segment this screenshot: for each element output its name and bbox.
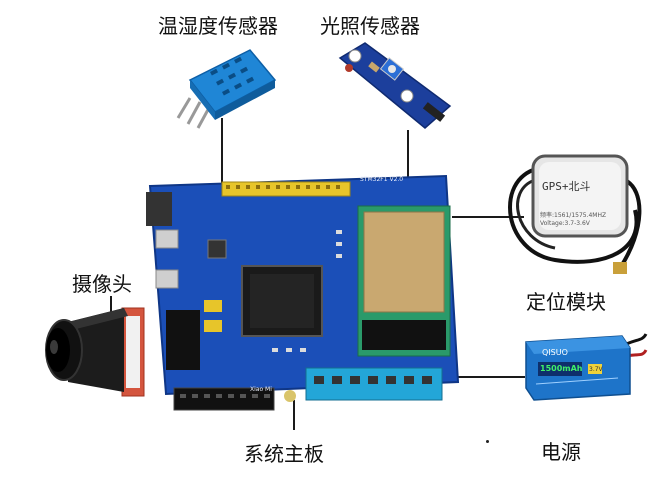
battery-capacity: 1500mAh xyxy=(540,364,583,373)
light-sensor-image xyxy=(338,42,452,129)
connector-power xyxy=(455,376,525,378)
board-module-label: STM32F1 V2.0 xyxy=(360,176,404,183)
label-light-sensor: 光照传感器 xyxy=(320,14,420,38)
connector-temp-sensor xyxy=(221,118,223,188)
gps-antenna-image xyxy=(508,154,642,274)
label-system-board: 系统主板 xyxy=(244,442,324,466)
label-gps-module: 定位模块 xyxy=(526,290,606,314)
label-temp-humidity-sensor: 温湿度传感器 xyxy=(158,14,278,38)
camera-image xyxy=(45,307,145,397)
connector-gps xyxy=(452,216,524,218)
decorative-dot xyxy=(486,440,489,443)
gps-brand-text: GPS+北斗 xyxy=(542,180,591,193)
gps-spec-line2: Voltage:3.7-3.6V xyxy=(540,220,590,227)
battery-brand: QISUO xyxy=(542,348,568,357)
connector-light-sensor xyxy=(407,130,409,188)
connector-board xyxy=(293,400,295,430)
label-camera: 摄像头 xyxy=(72,272,132,296)
battery-voltage-tag: 3.7V xyxy=(589,366,603,373)
system-board-image xyxy=(146,174,460,411)
gps-spec-line1: 频率:1561/1575.4MHZ xyxy=(540,212,607,219)
connector-camera xyxy=(110,296,112,326)
board-silk-label: Xiao Mi xyxy=(250,386,272,393)
battery-image xyxy=(525,333,648,401)
label-power: 电源 xyxy=(541,440,581,464)
temp-humidity-sensor-image xyxy=(176,49,277,129)
